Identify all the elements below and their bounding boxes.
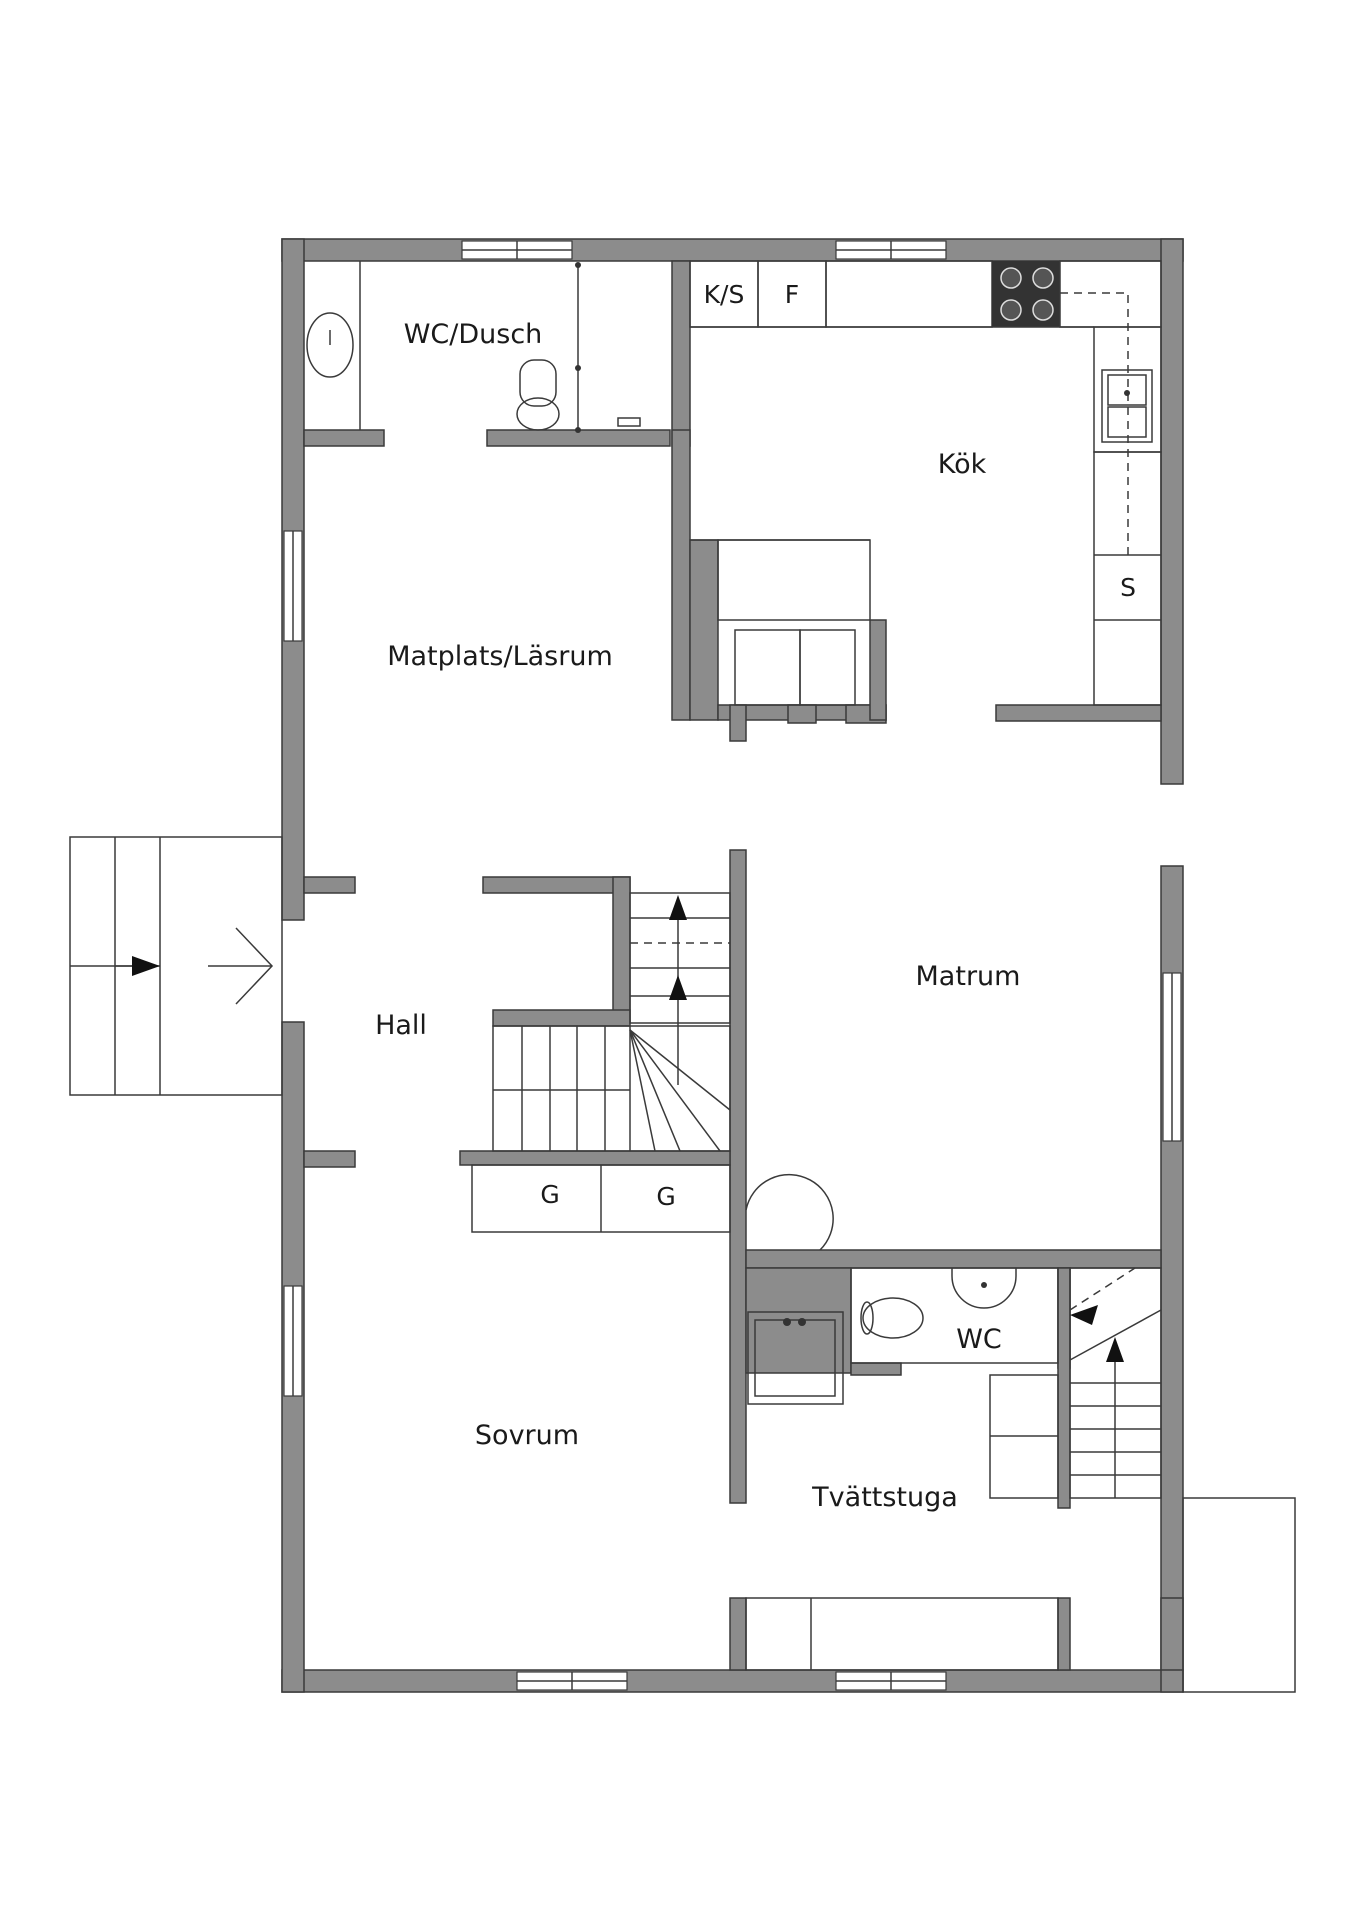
washbasin-icon [951,1268,1017,1309]
entrance-steps [69,836,283,1096]
room-label-sovrum: Sovrum [475,1420,579,1451]
label-skap: S [1120,573,1136,602]
back-entrance [1182,1497,1296,1693]
room-label-matrum: Matrum [916,961,1021,992]
room-label-matplats: Matplats/Läsrum [387,641,613,672]
label-garderob-2: G [656,1182,675,1211]
sink-icon [1107,374,1147,406]
room-label-wc: WC [956,1324,1002,1355]
rear-staircase [989,1267,1162,1499]
staircase [492,892,731,1152]
wardrobes [471,1164,731,1233]
label-garderob-1: G [540,1180,559,1209]
interior-walls [303,260,1184,1671]
wc-dusch-fixtures [306,261,641,433]
wc-fixtures [747,1267,1059,1405]
windows [283,240,1182,1691]
bottom-cupboards [745,1597,1059,1671]
stove-round [745,1173,834,1251]
toilet-icon [862,1297,924,1339]
room-label-kok: Kök [938,449,987,480]
room-label-tvattstuga: Tvättstuga [811,1482,958,1513]
room-label-wc-dusch: WC/Dusch [404,319,543,350]
label-frys: F [785,280,799,309]
kitchen-fixtures [689,260,1162,706]
label-kyl-sval: K/S [704,280,745,309]
room-label-hall: Hall [375,1010,427,1041]
